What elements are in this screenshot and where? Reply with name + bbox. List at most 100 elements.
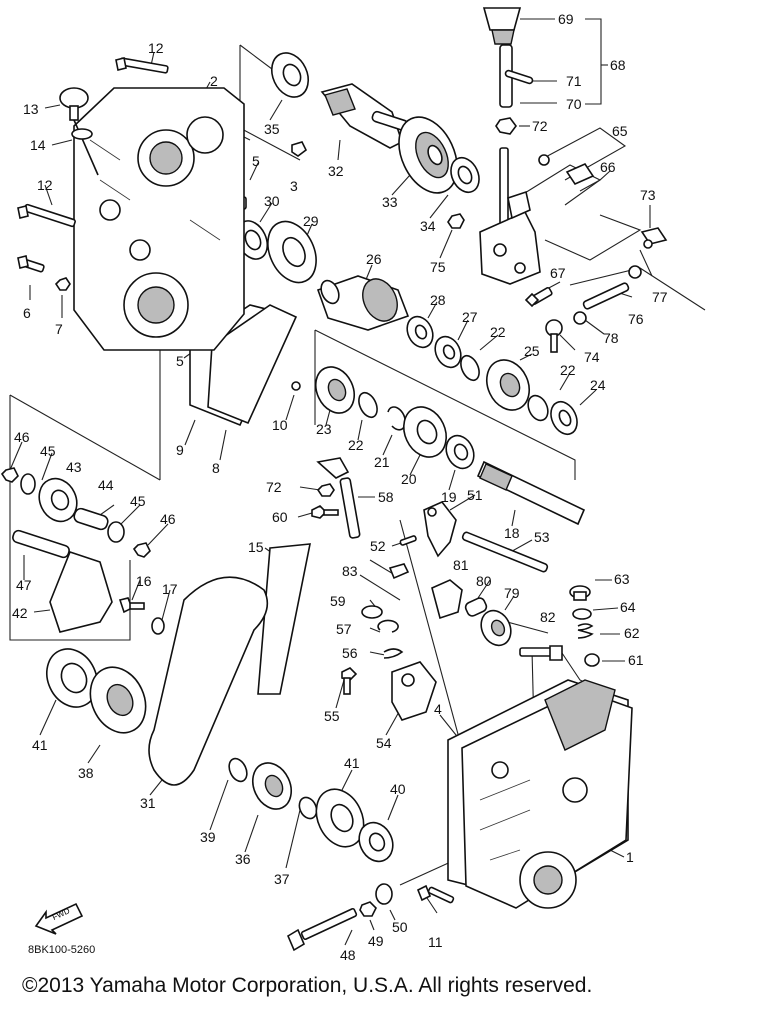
part-73-rod-end bbox=[640, 227, 668, 249]
callout: 32 bbox=[328, 163, 344, 179]
part-8-cover bbox=[207, 304, 298, 425]
callout: 14 bbox=[30, 137, 46, 153]
part-25-gear bbox=[486, 359, 530, 411]
part-14-o-ring bbox=[71, 128, 93, 140]
part-12-bolt-top bbox=[115, 57, 169, 74]
part-6-bolt bbox=[17, 255, 45, 273]
callout: 18 bbox=[504, 525, 520, 541]
callout: 73 bbox=[640, 187, 656, 203]
part-18-output-shaft bbox=[476, 460, 586, 526]
part-11-bolt bbox=[416, 884, 455, 904]
callout: 7 bbox=[55, 321, 63, 337]
callout: 20 bbox=[401, 471, 417, 487]
part-40-seal bbox=[358, 821, 394, 863]
callout: 70 bbox=[566, 96, 582, 112]
callout: 40 bbox=[390, 781, 406, 797]
fwd-arrow-icon: FWD bbox=[34, 902, 84, 935]
part-2-case-cover bbox=[73, 87, 245, 351]
callout: 50 bbox=[392, 919, 408, 935]
callout: 22 bbox=[560, 362, 576, 378]
part-22-washer-b bbox=[527, 394, 549, 422]
part-65-selector-assembly bbox=[479, 147, 541, 285]
callout: 45 bbox=[40, 443, 56, 459]
part-17-washer bbox=[151, 617, 165, 635]
part-43-bearing bbox=[38, 477, 78, 523]
part-80-collar bbox=[464, 597, 488, 617]
callout: 22 bbox=[348, 437, 364, 453]
part-44-spacer bbox=[73, 507, 109, 531]
callout: 51 bbox=[467, 487, 483, 503]
part-3-dowel bbox=[291, 141, 308, 157]
part-37-circlip bbox=[298, 796, 318, 820]
copyright-notice: ©2013 Yamaha Motor Corporation, U.S.A. A… bbox=[22, 974, 593, 997]
part-66-lever bbox=[538, 154, 595, 186]
callout: 9 bbox=[176, 442, 184, 458]
callout: 59 bbox=[330, 593, 346, 609]
callout: 16 bbox=[136, 573, 152, 589]
callout: 25 bbox=[524, 343, 540, 359]
callout: 65 bbox=[612, 123, 628, 139]
callout: 33 bbox=[382, 194, 398, 210]
part-57-clip bbox=[377, 619, 399, 633]
part-27-bearing bbox=[434, 335, 462, 369]
part-7-nut bbox=[54, 277, 71, 291]
callout: 67 bbox=[550, 265, 566, 281]
part-29-bearing bbox=[267, 220, 317, 284]
callout: 45 bbox=[130, 493, 146, 509]
callout: 72 bbox=[532, 118, 548, 134]
callout: 1 bbox=[626, 849, 634, 865]
parts: FWD bbox=[0, 7, 668, 952]
callout: 5 bbox=[252, 153, 260, 169]
callout: 53 bbox=[534, 529, 550, 545]
part-42-bracket bbox=[49, 551, 113, 633]
callout: 22 bbox=[490, 324, 506, 340]
part-36-sprocket bbox=[251, 762, 293, 810]
callout: 54 bbox=[376, 735, 392, 751]
callout: 83 bbox=[342, 563, 358, 579]
callout: 43 bbox=[66, 459, 82, 475]
part-12-bolt-left bbox=[17, 203, 76, 228]
part-54-lever-bracket bbox=[391, 661, 437, 721]
part-22-washer-c bbox=[358, 391, 378, 419]
part-49-nut bbox=[359, 901, 377, 917]
callout: 12 bbox=[37, 177, 53, 193]
callout: 46 bbox=[14, 429, 30, 445]
callout: 52 bbox=[370, 538, 386, 554]
callout: 19 bbox=[441, 489, 457, 505]
callout: 8 bbox=[212, 460, 220, 476]
part-55-bolt bbox=[341, 667, 358, 695]
callout: 61 bbox=[628, 652, 644, 668]
callout: 68 bbox=[610, 57, 626, 73]
part-19-seal bbox=[445, 434, 475, 470]
callout: 66 bbox=[600, 159, 616, 175]
callout: 55 bbox=[324, 708, 340, 724]
part-23-gear bbox=[314, 366, 356, 414]
callout: 75 bbox=[430, 259, 446, 275]
callout: 12 bbox=[148, 40, 164, 56]
part-76-rod bbox=[582, 282, 630, 310]
part-16-bolt bbox=[118, 597, 145, 614]
callout: 62 bbox=[624, 625, 640, 641]
callout: 39 bbox=[200, 829, 216, 845]
part-50-washer bbox=[375, 883, 393, 905]
callout: 64 bbox=[620, 599, 636, 615]
part-35-bearing bbox=[270, 52, 310, 98]
callout: 11 bbox=[428, 934, 443, 950]
part-48-bolt bbox=[286, 907, 358, 952]
callout: 2 bbox=[210, 73, 218, 89]
part-59-washer bbox=[361, 605, 383, 619]
callout: 41 bbox=[32, 737, 48, 753]
callout: 63 bbox=[614, 571, 630, 587]
callout: 38 bbox=[78, 765, 94, 781]
part-24-bearing bbox=[550, 400, 578, 436]
part-81-cam bbox=[431, 579, 463, 620]
callout: 76 bbox=[628, 311, 644, 327]
callout: 78 bbox=[603, 330, 619, 346]
callout: 36 bbox=[235, 851, 251, 867]
callout: 37 bbox=[274, 871, 290, 887]
part-1-transmission-case bbox=[461, 679, 633, 909]
document-code: 8BK100-5260 bbox=[28, 944, 96, 956]
part-74-rod-end bbox=[545, 319, 563, 353]
part-32-shaft-gear bbox=[320, 83, 409, 149]
